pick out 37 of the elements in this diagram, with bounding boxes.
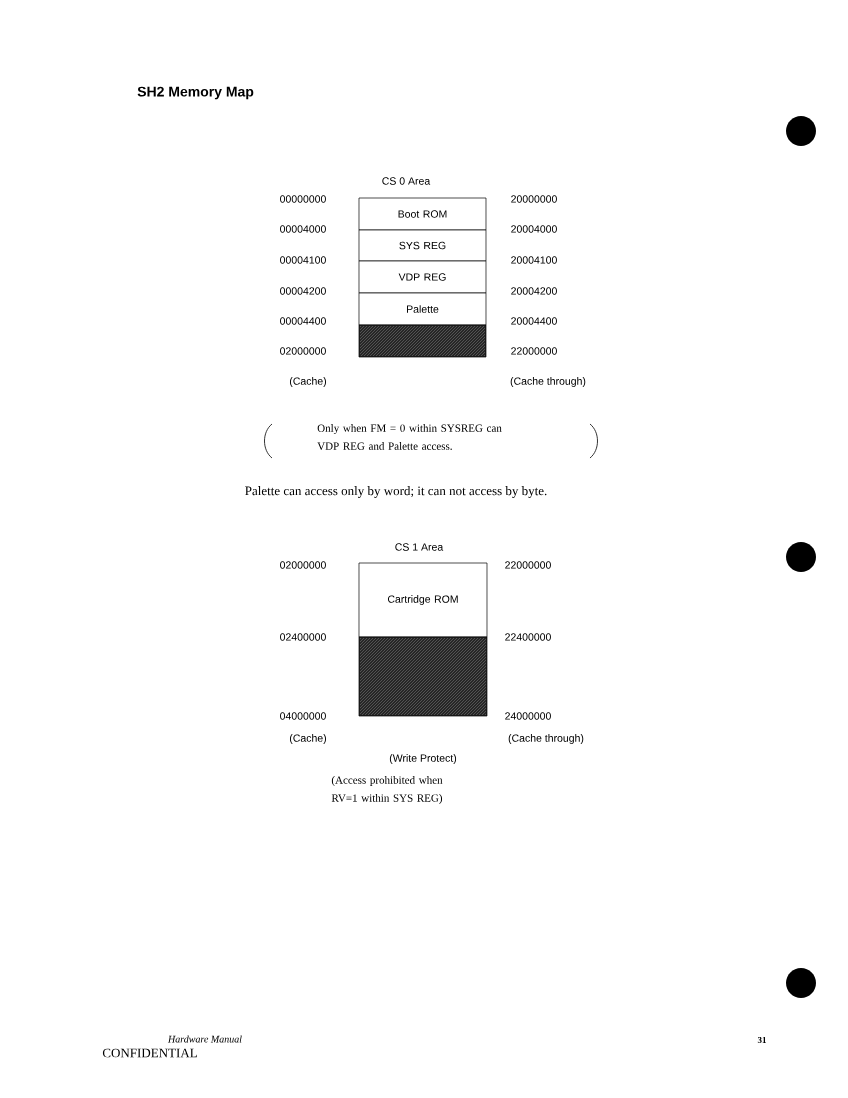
- address-label: 04000000: [280, 712, 326, 720]
- address-label: 00004200: [280, 287, 326, 295]
- note-text: Palette can access only by word; it can not access by byte.: [245, 486, 547, 498]
- address-label: 20004100: [511, 256, 557, 264]
- note-text: (Access prohibited when RV=1 within SYS REG): [331, 776, 443, 804]
- memory-region: SYS REG: [358, 229, 487, 262]
- note-label: (Cache through): [508, 734, 584, 744]
- address-label: 20000000: [511, 195, 557, 203]
- address-label: 20004400: [511, 317, 557, 325]
- note-label: (Write Protect): [389, 754, 457, 764]
- footer-text: 31: [757, 1037, 767, 1044]
- memory-region: Palette: [358, 292, 487, 326]
- area-heading: CS 1 Area: [395, 543, 444, 551]
- address-label: 02000000: [280, 561, 326, 569]
- note-label: (Cache): [289, 734, 326, 744]
- memory-region: Cartridge ROM: [358, 562, 488, 638]
- footer-text: Hardware Manual: [167, 1035, 242, 1043]
- address-label: 00004400: [280, 317, 326, 325]
- address-label: 22000000: [511, 347, 557, 355]
- area-heading: CS 0 Area: [382, 177, 431, 185]
- title: SH2 Memory Map: [137, 86, 254, 100]
- address-label: 20004200: [511, 287, 557, 295]
- address-label: 00004000: [280, 225, 326, 233]
- address-label: 22000000: [505, 561, 551, 569]
- memory-region: VDP REG: [358, 260, 487, 294]
- address-label: 00000000: [280, 195, 326, 203]
- footer-text: CONFIDENTIAL: [102, 1048, 197, 1058]
- memory-region: Boot ROM: [358, 197, 487, 231]
- address-label: 02000000: [280, 347, 326, 355]
- address-label: 02400000: [280, 633, 326, 641]
- note-text: Only when FM = 0 within SYSREG can VDP REG and Palette access.: [317, 424, 502, 450]
- note-label: (Cache through): [510, 377, 586, 387]
- address-label: 22400000: [505, 633, 551, 641]
- address-label: 00004100: [280, 256, 326, 264]
- address-label: 24000000: [505, 712, 551, 720]
- address-label: 20004000: [511, 225, 557, 233]
- note-label: (Cache): [289, 377, 326, 387]
